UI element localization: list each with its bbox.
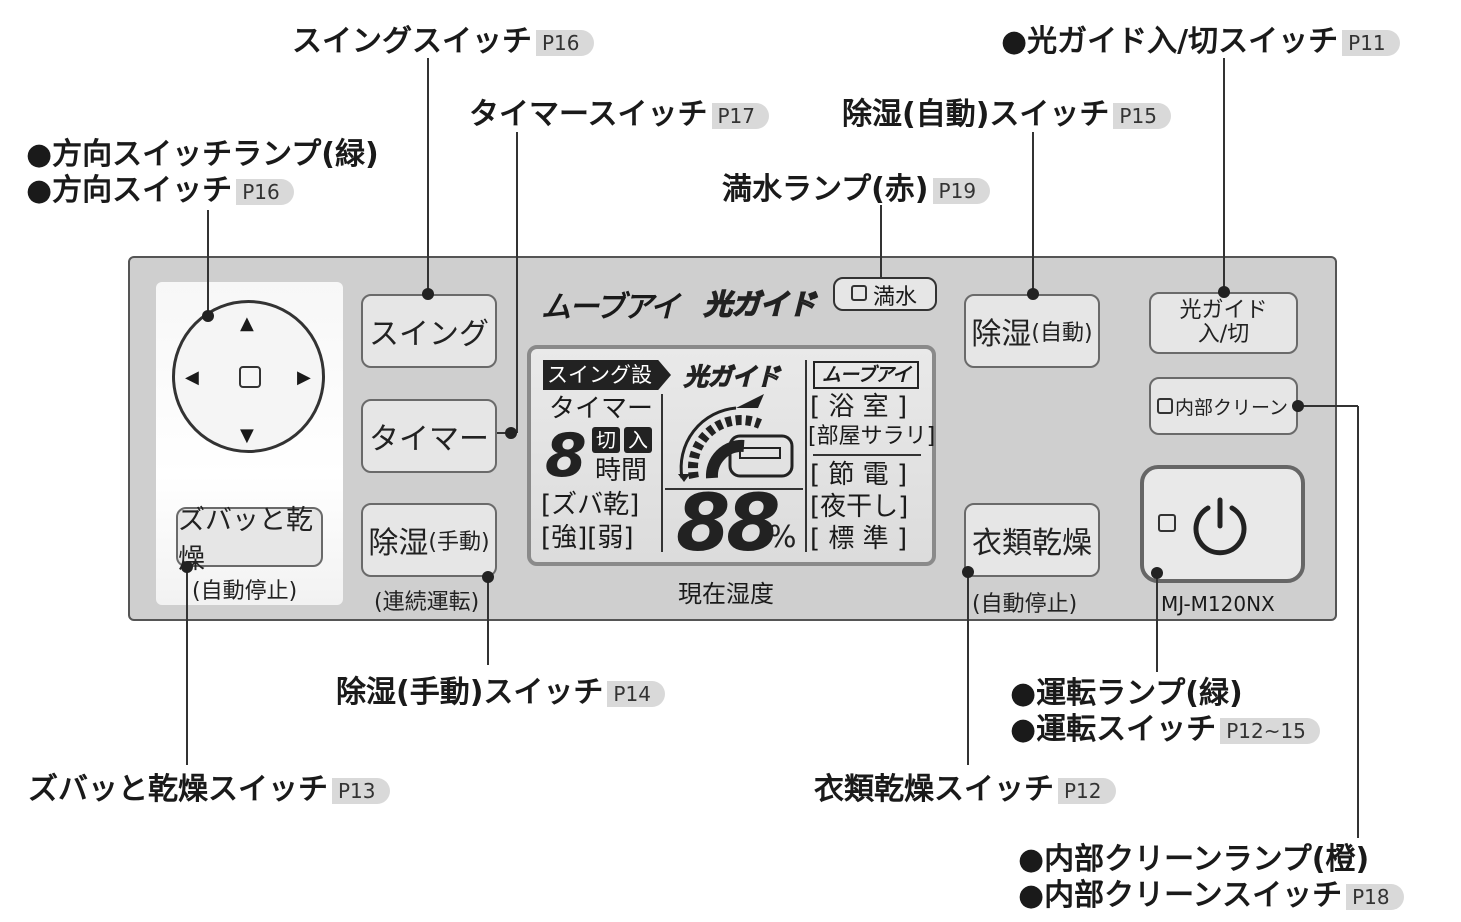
callout-direction-lamp: ●方向スイッチランプ(緑) [26,137,379,172]
full-water-label: 満水 [873,285,918,310]
lcd-timer: タイマー [549,394,654,424]
lcd-room: [部屋サラリ] [808,424,936,449]
dehum-manual-sublabel: (手動) [428,530,490,555]
lcd-divider-right [805,360,807,552]
dehum-auto-label: 除湿 [971,317,1032,352]
arrow-left-icon[interactable]: ◀ [185,367,199,388]
clothes-dry-note: (自動停止) [972,592,1078,617]
lcd-save: [ 節 電 ] [810,460,908,490]
lcd-on: 入 [624,427,652,453]
arrow-up-icon[interactable]: ▲ [240,313,254,334]
callout-full-water-lamp: 満水ランプ(赤)P19 [722,172,991,208]
lcd-swing-setting: スイング設定 [543,360,671,390]
lcd-hours: 時間 [595,456,648,486]
dehum-auto-sublabel: (自動) [1031,321,1093,346]
swing-label: スイング [369,317,489,352]
lcd-divider-left [661,394,663,552]
lcd-zuba: [ズバ乾] [541,490,640,520]
lightguide-button[interactable]: 光ガイド入/切 [1149,292,1298,354]
zubatto-button[interactable]: ズバッと乾燥 [176,505,323,575]
lcd-night: [夜干し] [810,492,909,522]
lcd-strong-weak: [強][弱] [541,523,634,553]
internal-clean-button[interactable]: 内部クリーン [1149,377,1298,435]
timer-button[interactable]: タイマー [361,399,497,473]
lcd-hikari-guide: 光ガイド [683,362,780,391]
zubatto-label: ズバッと乾燥 [178,505,313,575]
lightguide-label-2: 入/切 [1197,322,1250,347]
timer-label: タイマー [369,422,489,457]
dehum-auto-button[interactable]: 除湿(自動) [964,294,1100,368]
direction-lamp-icon [239,366,261,388]
callout-run-lamp: ●運転ランプ(緑) [1010,676,1243,711]
lcd-standard: [ 標 準 ] [810,524,908,554]
zubatto-note: (自動停止) [192,579,298,604]
lcd-humidity-digits: 88 [676,479,781,569]
direction-pad[interactable] [172,300,325,453]
move-eye-logo: ムーブアイ [541,290,680,325]
lcd-percent: % [768,520,797,555]
swing-button[interactable]: スイング [361,294,497,368]
dehum-manual-note: (連続運転) [374,590,480,615]
internal-clean-lamp-icon [1157,398,1173,414]
callout-clean-lamp: ●内部クリーンランプ(橙) [1018,842,1370,877]
lcd-divider-right-mid [813,454,921,456]
arrow-down-icon[interactable]: ▼ [240,425,254,446]
full-water-indicator [833,277,937,311]
lcd-divider-mid [665,488,803,490]
internal-clean-label: 内部クリーン [1175,396,1289,419]
dehum-manual-label: 除湿 [368,526,429,561]
lcd-off: 切 [592,427,620,453]
lcd-bath: [ 浴 室 ] [810,392,908,422]
hikari-guide-logo: 光ガイド [703,287,817,322]
arrow-right-icon[interactable]: ▶ [297,367,311,388]
full-water-lamp-icon [851,285,867,301]
lcd-move-eye: ムーブアイ [813,361,919,389]
power-icon [1193,497,1247,556]
humidity-label: 現在湿度 [678,580,774,608]
clothes-dry-label: 衣類乾燥 [972,526,1092,561]
model-number: MJ-M120NX [1161,592,1275,616]
run-lamp-icon [1158,514,1176,532]
clothes-dry-button[interactable]: 衣類乾燥 [964,503,1100,577]
dehum-manual-button[interactable]: 除湿(手動) [361,503,497,577]
lcd-timer-digit: 8 [545,421,587,491]
lcd-airflow-graphic [678,394,794,482]
lightguide-label-1: 光ガイド [1179,298,1268,323]
